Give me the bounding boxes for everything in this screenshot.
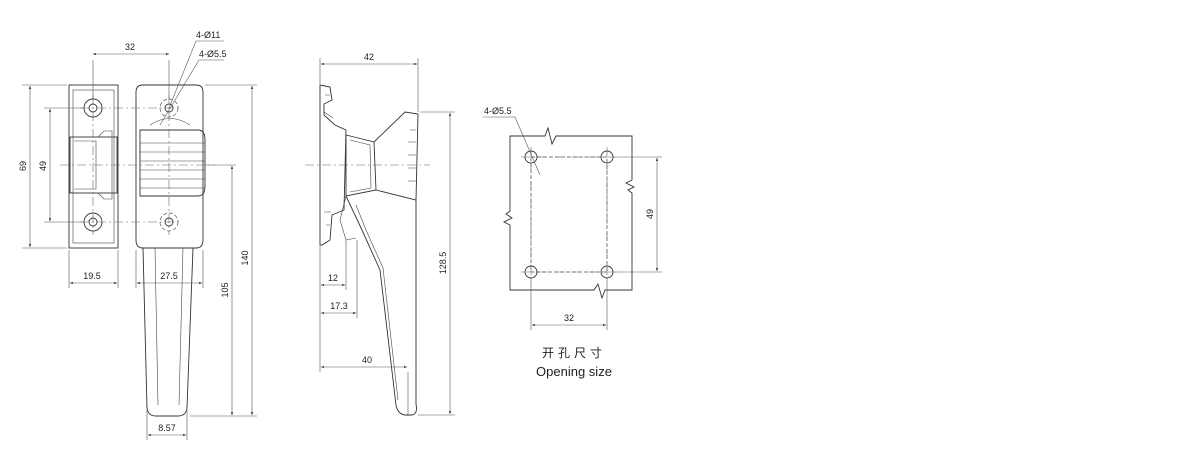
handle-arm [142,247,194,417]
dim-19-5: 19.5 [83,271,101,281]
side-mount-block [319,84,347,246]
dim-32: 32 [125,42,135,52]
dim-105: 105 [220,282,230,297]
caption-chinese: 开孔尺寸 [542,346,606,360]
dim-cutout-32: 32 [564,313,574,323]
dim-27-5: 27.5 [160,271,178,281]
callout-4-d5-5: 4-Ø5.5 [199,49,227,59]
callout-cutout-hole: 4-Ø5.5 [484,106,512,116]
dim-12: 12 [328,273,338,283]
callout-4-d11: 4-Ø11 [196,30,220,40]
dim-cutout-49: 49 [645,209,655,219]
dim-128-5: 128.5 [438,252,448,275]
front-view: 32 4-Ø11 4-Ø5.5 69 49 19.5 27.5 140 105 … [18,30,257,440]
dim-40: 40 [362,355,372,365]
handle-plate [135,84,204,249]
dim-8-57: 8.57 [158,423,176,433]
cutout-view: 4-Ø5.5 49 32 开孔尺寸 Opening size [483,106,662,379]
panel-outline [502,126,636,300]
dim-69: 69 [18,161,28,171]
cutout-rect [530,156,608,273]
side-handle-arm [345,195,417,416]
dim-140: 140 [240,250,250,265]
side-grip [373,111,419,201]
dim-17-3: 17.3 [330,301,348,311]
ribbed-grip [139,129,206,197]
caption-english: Opening size [536,364,612,379]
dim-42: 42 [364,52,374,62]
base-plate [68,84,119,249]
side-hub [345,134,377,197]
side-view: 42 12 17.3 40 128.5 [305,52,455,416]
dim-49: 49 [38,161,48,171]
